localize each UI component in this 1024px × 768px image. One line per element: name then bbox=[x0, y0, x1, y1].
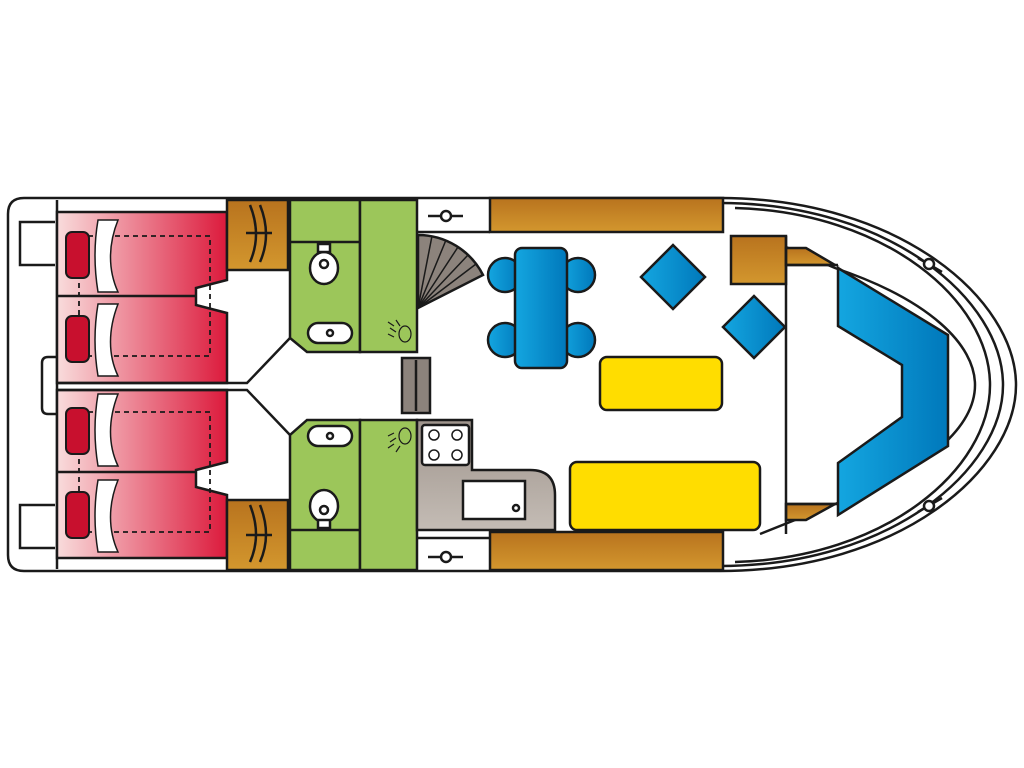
shower-top bbox=[358, 198, 419, 354]
cleat-icon bbox=[428, 209, 463, 223]
toilet-icon bbox=[308, 488, 340, 530]
bow-area bbox=[729, 234, 950, 534]
blankets bbox=[94, 219, 120, 553]
stool bbox=[639, 243, 707, 311]
sink-icon bbox=[306, 424, 354, 448]
cleat-icon bbox=[917, 496, 943, 514]
toilet-icon bbox=[308, 242, 340, 286]
chair bbox=[400, 356, 432, 415]
pillows bbox=[65, 231, 90, 539]
kitchen-sink-icon bbox=[461, 479, 527, 521]
shower-bottom bbox=[358, 418, 419, 572]
bathroom-top bbox=[288, 198, 419, 354]
wardrobes bbox=[225, 198, 290, 572]
galley bbox=[415, 418, 557, 532]
cabins bbox=[55, 210, 291, 560]
bow-seating bbox=[836, 265, 950, 518]
sofa-top bbox=[598, 355, 724, 412]
cleat-icon bbox=[917, 256, 943, 274]
bench-bottom bbox=[488, 530, 725, 572]
sink-icon bbox=[306, 321, 354, 345]
shower-head-icon bbox=[387, 319, 412, 343]
side-deck-top bbox=[418, 209, 490, 234]
shower-head-icon bbox=[387, 427, 412, 453]
side-deck-bottom bbox=[418, 536, 490, 564]
stool bbox=[721, 294, 787, 360]
bathroom-bottom bbox=[288, 418, 419, 572]
cleat-icon bbox=[428, 550, 463, 564]
dining-table bbox=[486, 246, 597, 370]
bench-top bbox=[488, 196, 725, 234]
sofa-bottom bbox=[568, 460, 762, 532]
spiral-stairs bbox=[416, 233, 485, 311]
stove-icon bbox=[420, 423, 471, 467]
